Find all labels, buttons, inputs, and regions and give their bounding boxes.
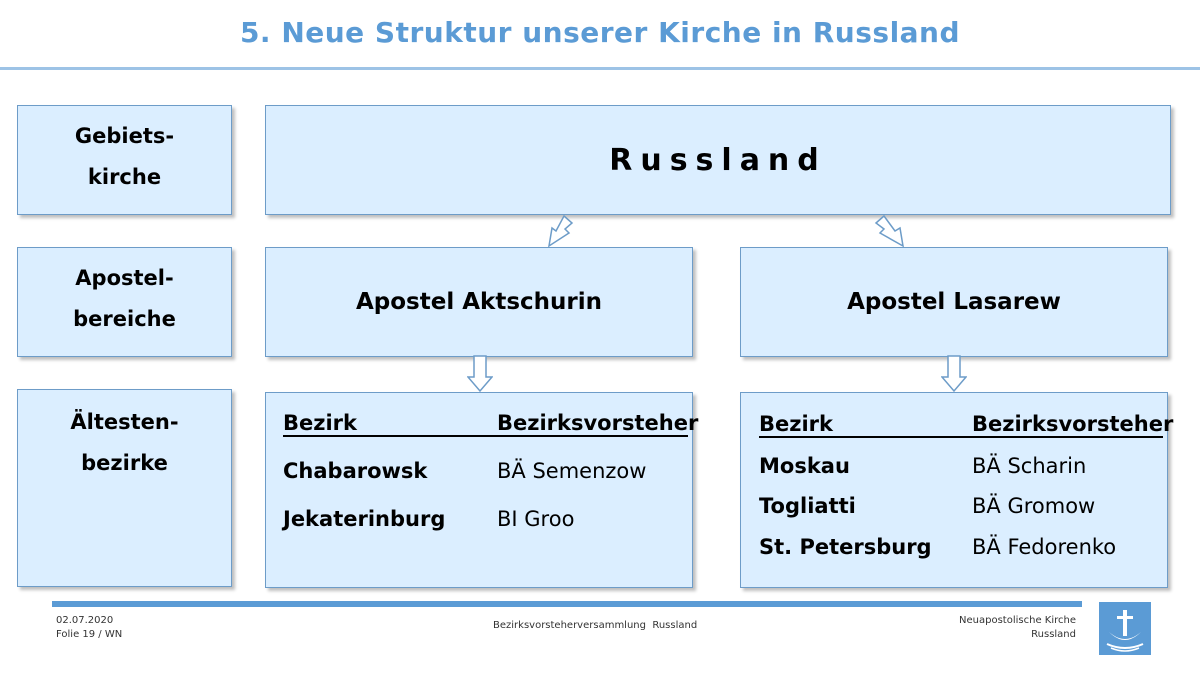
district-leader: BÄ Gromow — [972, 494, 1096, 518]
district-name: Chabarowsk — [283, 459, 428, 483]
apostel-box-right: Apostel Lasarew — [740, 247, 1168, 357]
header-underline — [759, 436, 1163, 438]
district-name: St. Petersburg — [759, 535, 932, 559]
district-box-right: Bezirk Bezirksvorsteher Moskau BÄ Schari… — [740, 392, 1173, 588]
arrow-down-left-icon — [547, 214, 574, 248]
district-name: Moskau — [759, 454, 850, 478]
row-label-line: bereiche — [73, 307, 176, 331]
apostel-name-right: Apostel Lasarew — [847, 289, 1061, 315]
apostel-name-left: Apostel Aktschurin — [355, 289, 602, 315]
footer-event: Bezirksvorsteherversammlung Russland — [493, 620, 698, 631]
district-leader: BI Groo — [497, 507, 575, 531]
footer-slide-number: Folie 19 / WN — [56, 629, 123, 640]
row-label-line: kirche — [87, 165, 162, 189]
district-leader: BÄ Scharin — [972, 454, 1087, 478]
district-name: Jekaterinburg — [283, 507, 446, 531]
arrow-down-icon — [467, 355, 493, 393]
row-label-gebietskirche: Gebiets- kirche — [17, 105, 232, 215]
footer-date: 02.07.2020 — [56, 615, 114, 626]
header-vorsteher: Bezirksvorsteher — [972, 412, 1174, 436]
arrow-down-icon — [941, 355, 967, 393]
title-divider — [0, 67, 1200, 70]
footer-org-line1: Neuapostolische Kirche — [959, 615, 1076, 626]
footer-org-line2: Russland — [1031, 629, 1076, 640]
row-label-line: bezirke — [81, 451, 168, 475]
slide-title: 5. Neue Struktur unserer Kirche in Russl… — [239, 16, 961, 49]
header-bezirk: Bezirk — [759, 412, 833, 436]
district-leader: BÄ Semenzow — [497, 459, 647, 483]
cross-ship-logo-icon — [1099, 602, 1151, 655]
row-label-aeltestenbezirke: Ältesten- bezirke — [17, 389, 232, 587]
district-box-left: Bezirk Bezirksvorsteher Chabarowsk BÄ Se… — [265, 392, 698, 588]
district-leader: BÄ Fedorenko — [972, 535, 1117, 559]
header-bezirk: Bezirk — [283, 411, 357, 435]
apostel-box-left: Apostel Aktschurin — [265, 247, 693, 357]
footer-divider — [52, 601, 1082, 607]
row-label-line: Ältesten- — [70, 410, 179, 434]
header-underline — [283, 435, 688, 437]
row-label-line: Apostel- — [75, 266, 174, 290]
row-label-line: Gebiets- — [74, 124, 175, 148]
header-vorsteher: Bezirksvorsteher — [497, 411, 699, 435]
row-label-apostelbereiche: Apostel- bereiche — [17, 247, 232, 357]
gebietskirche-name: Russland — [609, 142, 827, 178]
arrow-down-right-icon — [874, 214, 904, 248]
district-name: Togliatti — [759, 494, 856, 518]
gebietskirche-box: Russland — [265, 105, 1171, 215]
